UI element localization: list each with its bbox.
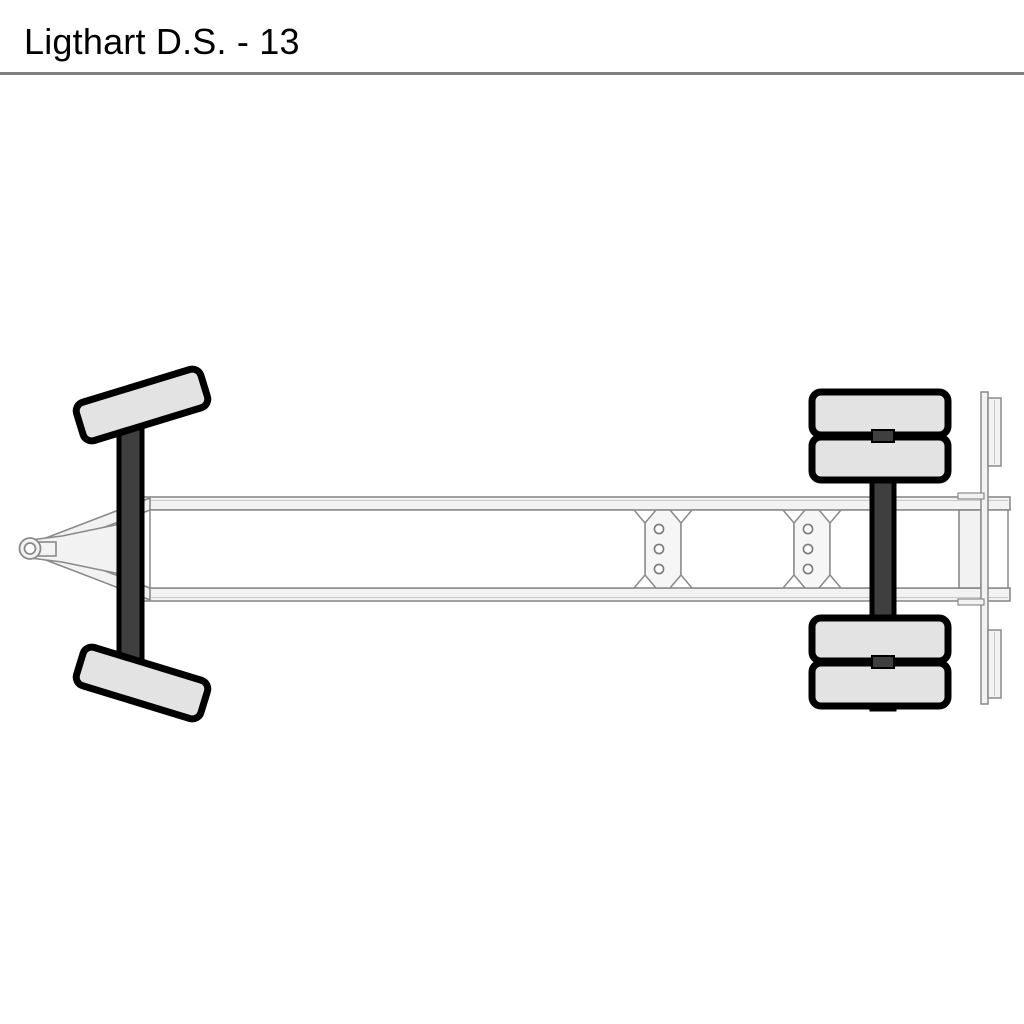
- bolt-hole: [802, 563, 814, 575]
- front-wheel-right: [72, 643, 212, 723]
- page-title: Ligthart D.S. - 13: [24, 21, 300, 62]
- bolt-hole: [653, 523, 665, 535]
- bolt-hole: [653, 563, 665, 575]
- left-deck-plate: [149, 509, 646, 589]
- front-axle: [116, 391, 145, 697]
- rear-frame-assembly: [957, 391, 1002, 705]
- trailer-top-view-drawing: [18, 365, 1011, 723]
- rear-bracket-bottom: [957, 598, 985, 606]
- bolt-hole: [802, 523, 814, 535]
- rear-axle-assembly: [808, 388, 952, 712]
- rear-wheel-left-outer: [808, 388, 952, 439]
- rear-wheel-right-inner: [808, 614, 952, 665]
- front-axle-assembly: [72, 365, 212, 723]
- coupling-eye-inner: [23, 542, 37, 555]
- header-divider: [0, 72, 1024, 75]
- rear-wheel-right-outer: [808, 659, 952, 710]
- center-deck-plate: [680, 509, 795, 589]
- rear-cross-plate: [958, 509, 982, 589]
- rear-hub-connector-bottom: [871, 655, 895, 669]
- rear-wheel-left-inner: [808, 433, 952, 484]
- trailer-drawing-container: [0, 74, 1024, 1024]
- header: Ligthart D.S. - 13: [0, 0, 1024, 75]
- rear-bracket-top: [957, 492, 985, 500]
- front-wheel-left: [72, 365, 212, 445]
- bolt-hole: [653, 543, 665, 555]
- rear-hub-connector-top: [871, 429, 895, 443]
- rear-frame-spine: [980, 391, 989, 705]
- bolt-hole: [802, 543, 814, 555]
